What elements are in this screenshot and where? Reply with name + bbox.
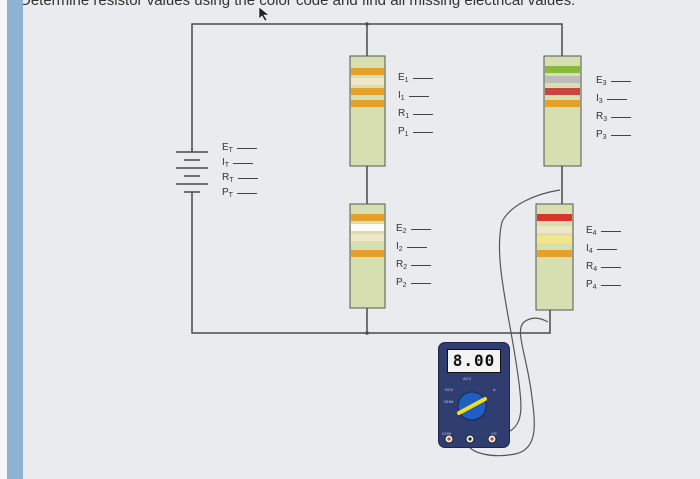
color-band xyxy=(351,250,384,257)
r3-label-i: I3 xyxy=(596,94,627,107)
r2-label-p: P2 xyxy=(396,278,431,291)
resistor-r3 xyxy=(543,55,582,167)
r3-label-p: P3 xyxy=(596,130,631,143)
probe-lead-2 xyxy=(465,317,549,457)
multimeter: 8.00 ACV DCV OHM A COM VΩ xyxy=(438,342,510,448)
probe-leads xyxy=(465,189,561,457)
junction-dot xyxy=(365,22,369,26)
color-band xyxy=(351,88,384,95)
r4-label-r: R4 xyxy=(586,262,622,275)
probe-lead-1 xyxy=(488,189,561,439)
meter-marking: ACV xyxy=(463,376,472,381)
r3-label-r: R3 xyxy=(596,112,632,125)
left-bottom-wire xyxy=(191,198,551,334)
color-band xyxy=(537,236,572,243)
source-label-p: PT xyxy=(222,188,257,201)
resistor-r2 xyxy=(349,203,386,309)
r2-label-e: E2 xyxy=(396,224,431,237)
top-wire xyxy=(191,23,563,150)
meter-marking: OHM xyxy=(444,399,454,404)
photo-left-edge xyxy=(0,0,7,479)
r4-label-p: P4 xyxy=(586,280,621,293)
source-label-e: ET xyxy=(222,143,257,156)
meter-marking: DCV xyxy=(445,387,454,392)
multimeter-display: 8.00 xyxy=(447,349,501,373)
color-band xyxy=(545,88,580,95)
multimeter-controls xyxy=(444,391,497,444)
meter-marking: VΩ xyxy=(491,431,497,436)
r2-label-r: R2 xyxy=(396,260,432,273)
source-label-r: RT xyxy=(222,173,258,186)
color-band xyxy=(537,250,572,257)
meter-marking: A xyxy=(493,387,496,392)
r1-label-e: E1 xyxy=(398,73,433,86)
color-band xyxy=(537,226,572,233)
resistor-layer xyxy=(349,55,582,311)
r1-label-p: P1 xyxy=(398,127,433,140)
mouse-cursor-icon xyxy=(258,6,270,22)
r1-label-r: R1 xyxy=(398,109,434,122)
resistor-body xyxy=(543,55,582,167)
battery-symbol xyxy=(176,148,208,198)
r3-label-e: E3 xyxy=(596,76,631,89)
instruction-text: Determine resistor values using the colo… xyxy=(20,0,576,9)
color-band xyxy=(351,214,384,221)
color-band xyxy=(351,224,384,231)
color-band xyxy=(537,214,572,221)
color-band xyxy=(545,100,580,107)
color-band xyxy=(351,78,384,85)
meter-marking: COM xyxy=(442,431,452,436)
color-band xyxy=(545,76,580,83)
circuit-wires xyxy=(191,23,563,334)
source-label-i: IT xyxy=(222,158,254,171)
resistor-r4 xyxy=(535,203,574,311)
r4-label-e: E4 xyxy=(586,226,621,239)
junction-dot xyxy=(365,331,369,335)
selector-pointer xyxy=(457,397,487,415)
color-band xyxy=(351,100,384,107)
instruction-header: Determine resistor values using the colo… xyxy=(0,0,700,12)
r2-label-i: I2 xyxy=(396,242,427,255)
r1-label-i: I1 xyxy=(398,91,429,104)
photo-left-strip xyxy=(7,0,23,479)
r4-label-i: I4 xyxy=(586,244,617,257)
color-band xyxy=(545,66,580,73)
color-band xyxy=(351,234,384,241)
resistor-r1 xyxy=(349,55,386,167)
color-band xyxy=(351,68,384,75)
